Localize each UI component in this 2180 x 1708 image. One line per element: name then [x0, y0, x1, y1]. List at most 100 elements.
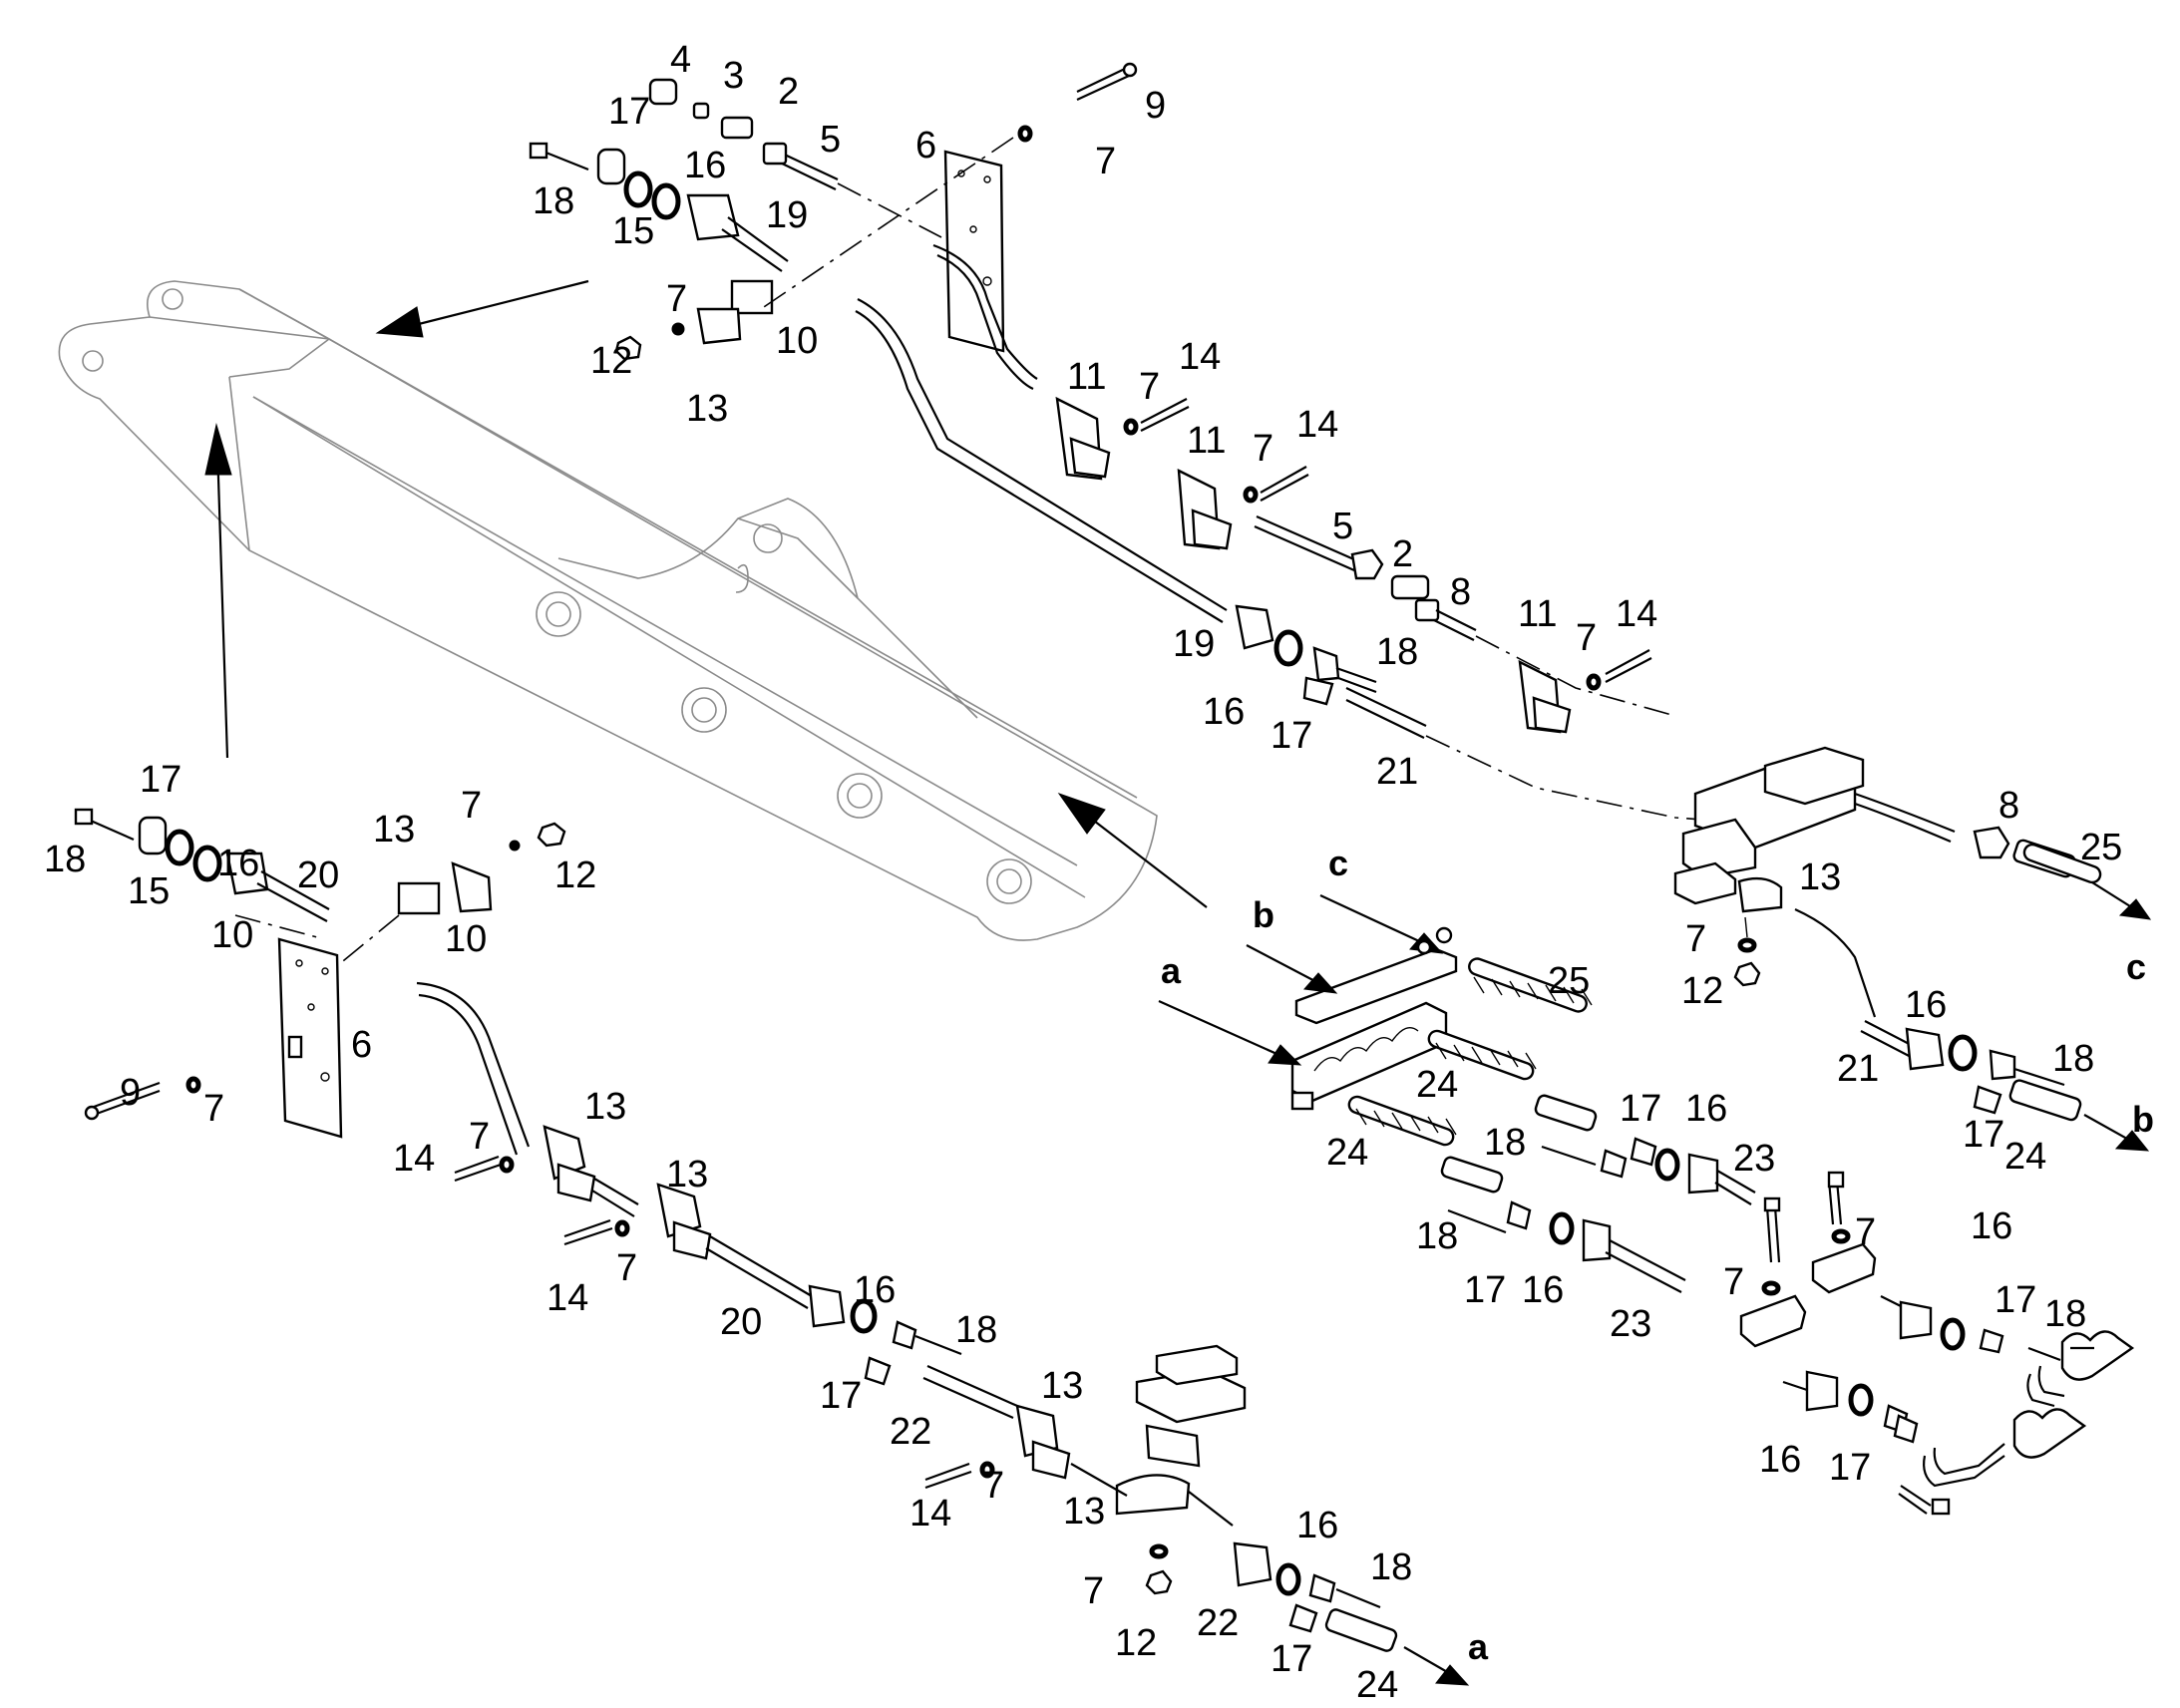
part-number-label: 23 [1733, 1138, 1775, 1180]
part-number-label: 13 [666, 1154, 708, 1196]
part-number-label: 17 [1620, 1088, 1661, 1130]
part-number-label: 18 [533, 180, 574, 222]
part-number-label: 9 [120, 1072, 141, 1114]
part-number-label: 17 [820, 1375, 862, 1417]
part-number-label: 17 [1829, 1447, 1871, 1489]
part-number-label: 24 [2004, 1136, 2046, 1178]
part-number-label: 15 [612, 210, 654, 252]
part-number-label: 17 [1271, 1638, 1312, 1680]
connection-letter: b [2132, 1099, 2154, 1140]
part-number-label: 20 [720, 1301, 762, 1343]
part-number-label: 7 [1139, 366, 1160, 408]
part-number-label: 17 [1464, 1269, 1506, 1311]
part-number-label: 23 [1610, 1303, 1651, 1345]
part-number-label: 2 [778, 71, 799, 113]
part-number-label: 18 [1484, 1122, 1526, 1164]
part-number-label: 13 [1799, 856, 1841, 898]
part-number-label: 18 [1376, 631, 1418, 673]
part-number-label: 7 [616, 1247, 637, 1289]
part-number-label: 3 [723, 55, 744, 97]
part-number-label: 16 [1905, 984, 1947, 1026]
part-number-label: 15 [128, 870, 170, 912]
part-number-label: 12 [554, 854, 596, 896]
part-number-label: 7 [469, 1116, 490, 1158]
connection-letter: a [1161, 950, 1182, 991]
part-number-label: 16 [1685, 1088, 1727, 1130]
part-number-label: 12 [1681, 970, 1723, 1012]
part-number-label: 14 [1616, 593, 1657, 635]
part-number-label: 16 [217, 843, 259, 884]
part-number-label: 5 [820, 119, 841, 161]
part-number-label: 10 [211, 914, 253, 956]
hose-coils [1347, 843, 2102, 1147]
left-fittings [74, 808, 566, 1139]
mid-tube-fittings [1254, 514, 1477, 641]
part-number-label: 7 [983, 1465, 1004, 1507]
part-number-label: 7 [1083, 1570, 1104, 1612]
part-number-label: 12 [1115, 1622, 1157, 1664]
part-number-label: 17 [1963, 1114, 2004, 1156]
part-number-label: 17 [1271, 715, 1312, 757]
part-number-label: 14 [393, 1138, 435, 1180]
part-number-label: 5 [1332, 506, 1353, 547]
part-number-label: 7 [1576, 617, 1597, 659]
part-number-label: 7 [666, 278, 687, 320]
junction-block-upper [1673, 746, 2152, 920]
part-number-label: 19 [1173, 623, 1215, 665]
part-number-label: 18 [2052, 1038, 2094, 1080]
part-number-label: 13 [584, 1086, 626, 1128]
part-number-label: 24 [1356, 1664, 1398, 1706]
clamp-brackets-upper [1055, 396, 1652, 734]
part-number-label: 7 [1095, 141, 1116, 182]
part-number-label: 25 [2080, 827, 2122, 868]
part-number-label: 17 [608, 91, 650, 133]
part-number-label: 4 [670, 39, 691, 81]
middle-couplings [1440, 1094, 2135, 1516]
connection-letter: a [1468, 1626, 1489, 1667]
part-number-label: 16 [1296, 1505, 1338, 1546]
part-number-label: 21 [1376, 751, 1418, 793]
connection-letter: b [1253, 894, 1274, 935]
part-number-label: 18 [2044, 1293, 2086, 1335]
part-number-label: 14 [1296, 404, 1338, 446]
part-number-label: 24 [1416, 1064, 1458, 1106]
part-number-label: 13 [1063, 1491, 1105, 1533]
part-number-label: 7 [203, 1088, 224, 1130]
part-number-label: 13 [686, 388, 728, 430]
dashed-centrelines [234, 137, 1806, 998]
part-number-label: 16 [1971, 1205, 2012, 1247]
part-number-label: 11 [1067, 356, 1106, 398]
upper-pipe-run [855, 298, 1427, 739]
part-number-label: 18 [1370, 1546, 1412, 1588]
lower-clamps [1015, 1344, 1470, 1686]
connection-letter: c [2126, 946, 2146, 987]
part-number-label: 24 [1326, 1132, 1368, 1174]
part-number-label: 12 [590, 340, 632, 382]
part-number-label: 9 [1145, 85, 1166, 127]
part-number-label: 14 [1179, 336, 1221, 378]
part-number-label: 7 [1253, 428, 1273, 470]
part-number-label: 18 [1416, 1215, 1458, 1257]
part-number-label: 7 [461, 785, 482, 827]
lower-pipe-run [416, 981, 1018, 1490]
part-number-label: 10 [776, 320, 818, 362]
part-number-label: 7 [1723, 1261, 1744, 1303]
part-number-label: 20 [297, 854, 339, 896]
part-number-label: 2 [1392, 533, 1413, 575]
part-number-label: 22 [890, 1411, 931, 1453]
part-number-label: 6 [915, 125, 936, 167]
part-number-label: 13 [1041, 1365, 1083, 1407]
part-number-label: 17 [140, 759, 182, 801]
pointer-arrows [204, 279, 1208, 908]
part-number-label: 10 [445, 918, 487, 960]
part-number-label: 11 [1518, 593, 1557, 635]
manifold-block [1158, 894, 1458, 1111]
upper-plate-assembly [932, 62, 1138, 391]
part-number-label: 7 [1855, 1211, 1876, 1253]
part-number-label: 19 [766, 194, 808, 236]
part-number-label: 16 [684, 145, 726, 186]
junction-clamp [1733, 876, 1783, 987]
